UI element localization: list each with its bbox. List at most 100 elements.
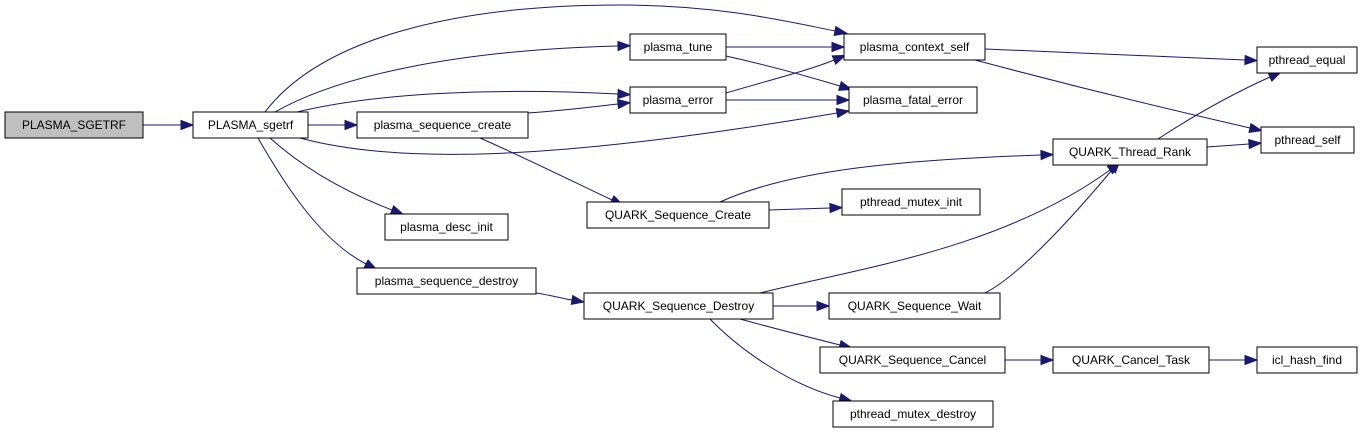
node-plasma-sequence-create[interactable]: plasma_sequence_create	[356, 111, 529, 139]
node-quark-sequence-create[interactable]: QUARK_Sequence_Create	[586, 201, 770, 229]
node-quark-sequence-cancel[interactable]: QUARK_Sequence_Cancel	[819, 346, 1006, 374]
node-box[interactable]	[1260, 126, 1355, 154]
node-label: pthread_mutex_init	[860, 195, 963, 209]
arrowhead-icon	[1040, 149, 1055, 161]
edge-QUARK_Sequence_Destroy-to-QUARK_Sequence_Cancel	[739, 318, 854, 350]
node-box[interactable]	[356, 111, 529, 139]
node-plasma-fatal-error[interactable]: plasma_fatal_error	[848, 86, 978, 114]
node-box[interactable]	[356, 267, 537, 295]
node-plasma-sequence-destroy[interactable]: plasma_sequence_destroy	[356, 267, 537, 295]
edge-plasma_sequence_create-to-plasma_error	[527, 98, 632, 114]
arrowhead-icon	[838, 80, 853, 91]
edge-QUARK_Sequence_Create-to-QUARK_Thread_Rank	[719, 149, 1055, 203]
node-box[interactable]	[586, 201, 770, 229]
node-box[interactable]	[629, 33, 727, 61]
edge-PLASMA_SGETRF-to-PLASMA_sgetrf	[143, 119, 195, 131]
edge-line	[299, 112, 838, 155]
edge-QUARK_Sequence_Destroy-to-QUARK_Thread_Rank	[759, 162, 1121, 294]
arrowhead-icon	[389, 204, 405, 215]
node-box[interactable]	[583, 292, 774, 320]
node-box[interactable]	[841, 188, 981, 216]
edge-QUARK_Sequence_Destroy-to-QUARK_Sequence_Wait	[773, 300, 831, 312]
node-pthread-equal[interactable]: pthread_equal	[1256, 46, 1358, 74]
edge-PLASMA_sgetrf-to-plasma_sequence_destroy	[257, 137, 378, 271]
node-box[interactable]	[1256, 346, 1358, 374]
arrowhead-icon	[617, 40, 632, 52]
node-label: pthread_mutex_destroy	[850, 407, 976, 421]
edge-line	[264, 4, 836, 113]
arrowhead-icon	[835, 107, 851, 119]
node-quark-sequence-wait[interactable]: QUARK_Sequence_Wait	[828, 292, 1001, 320]
node-pthread-self[interactable]: pthread_self	[1260, 126, 1355, 154]
node-plasma-sgetrf[interactable]: PLASMA_sgetrf	[192, 111, 309, 139]
node-box[interactable]	[832, 400, 994, 428]
node-quark-cancel-task[interactable]: QUARK_Cancel_Task	[1052, 346, 1210, 374]
node-box[interactable]	[819, 346, 1006, 374]
node-label: plasma_tune	[644, 40, 713, 54]
edge-PLASMA_sgetrf-to-plasma_fatal_error	[299, 107, 851, 155]
arrowhead-icon	[616, 98, 632, 110]
edge-plasma_tune-to-plasma_fatal_error	[725, 55, 853, 91]
arrowhead-icon	[833, 25, 849, 37]
edge-plasma_context_self-to-pthread_equal	[984, 48, 1259, 66]
node-label: plasma_fatal_error	[863, 93, 963, 107]
edge-plasma_sequence_destroy-to-QUARK_Sequence_Destroy	[535, 292, 586, 306]
arrowhead-icon	[836, 94, 851, 106]
arrowhead-icon	[1248, 138, 1263, 150]
node-pthread-mutex-init[interactable]: pthread_mutex_init	[841, 188, 981, 216]
node-plasma-desc-init[interactable]: plasma_desc_init	[384, 213, 509, 241]
edge-PLASMA_sgetrf-to-plasma_context_self	[264, 4, 849, 113]
edge-line	[725, 55, 841, 87]
edge-plasma_error-to-plasma_context_self	[725, 54, 847, 94]
edge-line	[974, 59, 1251, 129]
arrowhead-icon	[831, 54, 847, 66]
node-box[interactable]	[1052, 346, 1210, 374]
arrowhead-icon	[570, 294, 586, 306]
edge-line	[527, 103, 619, 114]
arrowhead-icon	[1040, 354, 1055, 366]
node-box[interactable]	[4, 111, 144, 139]
edge-PLASMA_sgetrf-to-plasma_sequence_create	[308, 119, 359, 131]
edge-QUARK_Sequence_Cancel-to-QUARK_Cancel_Task	[1005, 354, 1055, 366]
edge-QUARK_Cancel_Task-to-icl_hash_find	[1209, 354, 1259, 366]
node-plasma-tune[interactable]: plasma_tune	[629, 33, 727, 61]
node-label: QUARK_Cancel_Task	[1072, 353, 1191, 367]
edge-line	[984, 48, 1246, 61]
node-box[interactable]	[1256, 46, 1358, 74]
node-box[interactable]	[848, 86, 978, 114]
edge-PLASMA_sgetrf-to-plasma_tune	[274, 40, 632, 113]
edge-line	[1206, 143, 1250, 148]
node-label: QUARK_Sequence_Create	[605, 208, 751, 222]
node-icl-hash-find[interactable]: icl_hash_find	[1256, 346, 1358, 374]
edge-plasma_error-to-plasma_fatal_error	[726, 94, 851, 106]
nodes-layer: PLASMA_SGETRF PLASMA_sgetrf plasma_sequenc…	[4, 33, 1358, 428]
node-quark-sequence-destroy[interactable]: QUARK_Sequence_Destroy	[583, 292, 774, 320]
node-label: QUARK_Thread_Rank	[1069, 145, 1192, 159]
node-label: QUARK_Sequence_Cancel	[839, 353, 986, 367]
edge-line	[739, 318, 841, 346]
node-pthread-mutex-destroy[interactable]: pthread_mutex_destroy	[832, 400, 994, 428]
node-box[interactable]	[384, 213, 509, 241]
node-quark-thread-rank[interactable]: QUARK_Thread_Rank	[1052, 138, 1208, 166]
node-label: pthread_self	[1274, 133, 1341, 147]
node-box[interactable]	[1052, 138, 1208, 166]
node-label: plasma_sequence_destroy	[375, 274, 518, 288]
node-label: plasma_desc_init	[400, 220, 493, 234]
node-label: plasma_sequence_create	[374, 118, 512, 132]
edge-line	[479, 137, 613, 201]
node-plasma-context-self[interactable]: plasma_context_self	[843, 33, 986, 61]
node-plasma-error[interactable]: plasma_error	[629, 86, 727, 114]
node-label: PLASMA_sgetrf	[208, 118, 294, 132]
node-label: pthread_equal	[1269, 53, 1346, 67]
edge-line	[296, 90, 619, 113]
node-box[interactable]	[843, 33, 986, 61]
node-box[interactable]	[629, 86, 727, 114]
node-plasma-sgetrf[interactable]: PLASMA_SGETRF	[4, 111, 144, 139]
edge-line	[274, 45, 619, 113]
node-label: QUARK_Sequence_Wait	[848, 299, 982, 313]
edge-line	[709, 318, 841, 399]
node-box[interactable]	[828, 292, 1001, 320]
edge-QUARK_Thread_Rank-to-pthread_self	[1206, 138, 1263, 150]
node-box[interactable]	[192, 111, 309, 139]
